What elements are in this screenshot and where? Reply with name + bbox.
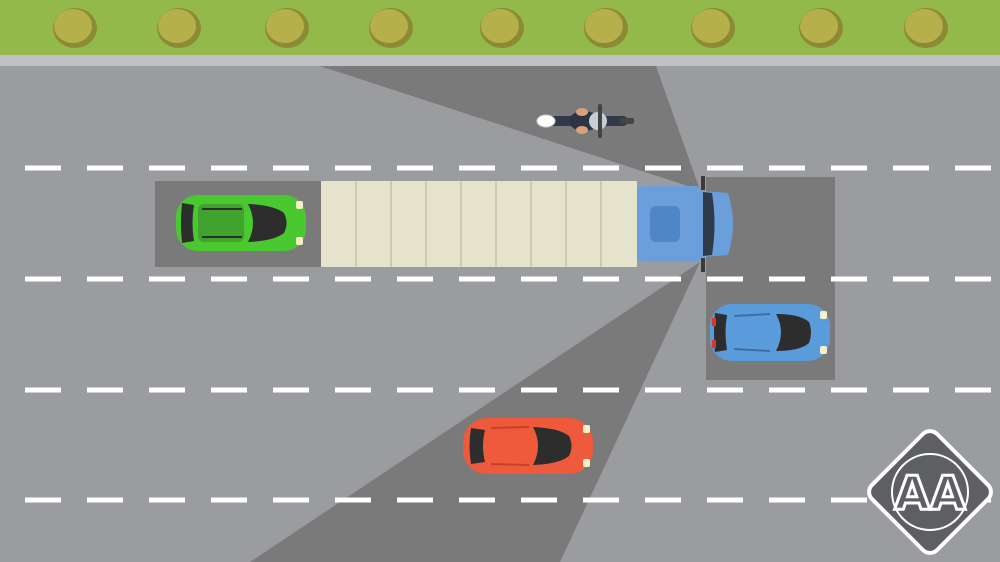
truck-cab [637, 176, 733, 272]
car-icon [710, 304, 830, 361]
truck-icon [321, 176, 733, 272]
bush-icon [691, 8, 735, 48]
truck-trailer [321, 181, 637, 267]
aa-logo: AA [867, 429, 993, 555]
bush-icon [584, 8, 628, 48]
curb [0, 55, 1000, 66]
bush-icon [265, 8, 309, 48]
blind-spot-right-mirror [250, 262, 700, 562]
bush-icon [799, 8, 843, 48]
bush-icon [904, 8, 948, 48]
blind-spot-left-mirror [320, 66, 700, 190]
motorcycle-icon [536, 104, 634, 138]
red-car [463, 418, 593, 474]
trailer-panels [355, 181, 602, 267]
lane-markings [25, 165, 1000, 503]
green-car [176, 195, 306, 251]
bush-icon [53, 8, 97, 48]
blue-car [710, 304, 830, 361]
bush-icon [480, 8, 524, 48]
bush-row [53, 8, 948, 48]
bush-icon [157, 8, 201, 48]
bush-icon [369, 8, 413, 48]
aa-logo-text: AA [894, 466, 966, 520]
